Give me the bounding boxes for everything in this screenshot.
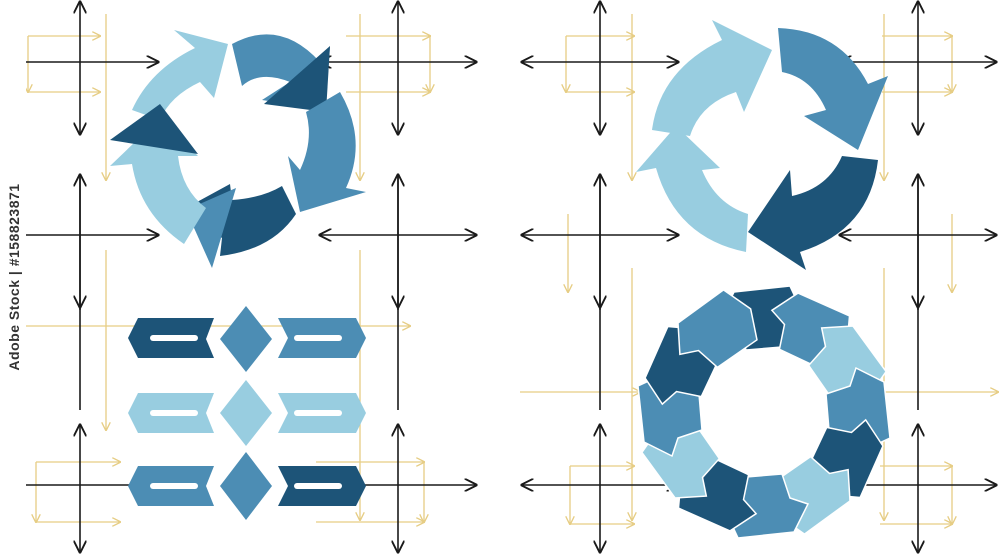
chevron-step-row-3 — [128, 452, 366, 520]
four-arrow-cycle-icon — [636, 20, 888, 270]
crosshair-arrow-icon — [2, 2, 158, 134]
crosshair-arrow-icon — [522, 2, 678, 134]
diamond-icon — [220, 306, 272, 372]
stock-id-watermark: Adobe Stock | #158823871 — [6, 183, 22, 371]
cycle-arrow-segment — [132, 30, 228, 120]
cycle-arrow-segment — [288, 92, 366, 212]
diamond-icon — [220, 452, 272, 520]
chevron-label-slot — [294, 410, 342, 416]
chevron-step-rows — [128, 306, 366, 520]
cycle-arrow-segment — [652, 20, 772, 136]
chevron-label-slot — [150, 335, 198, 341]
twelve-arrow-spiral-icon — [637, 285, 891, 539]
five-arrow-cycle-icon — [110, 30, 366, 268]
crosshair-arrow-icon — [320, 2, 476, 134]
cycle-arrow-segment — [748, 156, 878, 270]
cycle-arrow-segment — [264, 46, 330, 112]
cycle-arrow-segment — [778, 28, 888, 150]
crosshair-arrow-icon — [840, 2, 996, 134]
chevron-step-row-1 — [128, 306, 366, 372]
chevron-label-slot — [150, 483, 198, 489]
cycle-arrow-segment — [110, 104, 198, 154]
watermark-strip: Adobe Stock | #158823871 — [0, 0, 26, 556]
spiral-arrow-segment — [677, 288, 758, 369]
crosshair-arrow-icon — [522, 425, 678, 552]
chevron-step-row-2 — [128, 380, 366, 446]
diamond-icon — [220, 380, 272, 446]
cycle-arrow-segment — [636, 126, 748, 252]
chevron-label-slot — [294, 335, 342, 341]
chevron-label-slot — [150, 410, 198, 416]
chevron-label-slot — [294, 483, 342, 489]
